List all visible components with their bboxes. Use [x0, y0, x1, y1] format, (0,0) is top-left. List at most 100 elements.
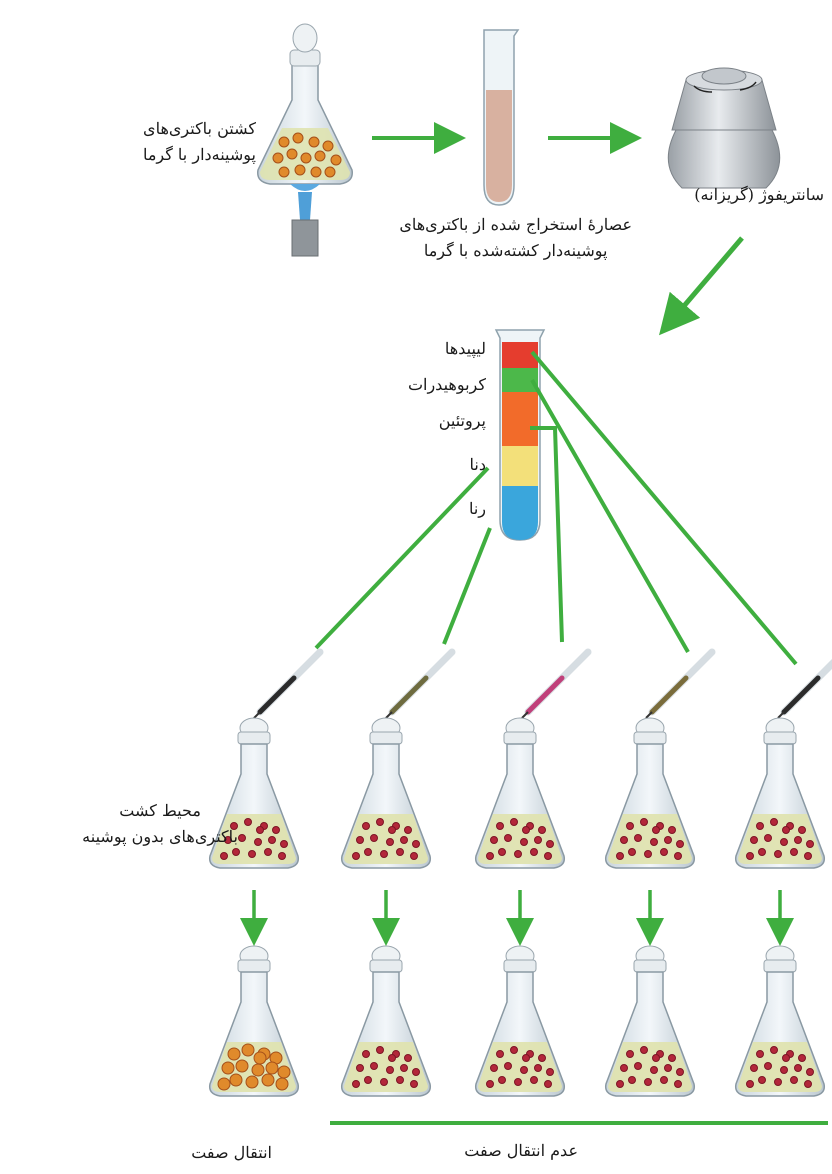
- bacterium: [795, 837, 802, 844]
- bacterium: [515, 851, 522, 858]
- label-medium-line1: محیط کشت: [82, 798, 238, 824]
- layer-label-dna: دنا: [470, 452, 486, 478]
- fraction-layer-2: [502, 392, 538, 446]
- bacterium: [389, 1055, 396, 1062]
- bacterium: [405, 827, 412, 834]
- bacterium: [629, 849, 636, 856]
- flask-row2-1: [342, 946, 431, 1096]
- capsulated-bacterium: [236, 1060, 248, 1072]
- bacterium: [269, 837, 276, 844]
- bacterium: [397, 1077, 404, 1084]
- capsulated-bacterium: [276, 1078, 288, 1090]
- bacterium: [371, 835, 378, 842]
- bacterium: [665, 837, 672, 844]
- bacterium: [791, 849, 798, 856]
- bacterium: [411, 853, 418, 860]
- bacterium: [245, 819, 252, 826]
- bacterium: [413, 841, 420, 848]
- bacterium: [747, 853, 754, 860]
- flask-row1-3: [606, 718, 695, 868]
- bacterium: [751, 837, 758, 844]
- bacterium: [365, 849, 372, 856]
- bacterium: [775, 1079, 782, 1086]
- flask-row2-4: [736, 946, 825, 1096]
- bacterium: [675, 1081, 682, 1088]
- bacterium: [281, 841, 288, 848]
- bacterium: [747, 1081, 754, 1088]
- bacterium: [377, 1047, 384, 1054]
- dropper-1: [386, 652, 452, 718]
- bacterium: [677, 1069, 684, 1076]
- connector-lines: [316, 352, 796, 664]
- bacterium: [521, 839, 528, 846]
- bacterium: [505, 835, 512, 842]
- bacterium: [661, 1077, 668, 1084]
- bacterium: [547, 841, 554, 848]
- capsulated-bacterium: [228, 1048, 240, 1060]
- bacterium: [397, 849, 404, 856]
- flask-row1-2: [476, 718, 565, 868]
- label-no-transfer: عدم انتقال صفت: [464, 1138, 578, 1164]
- bacterium: [765, 835, 772, 842]
- bacterium: [641, 819, 648, 826]
- bacterium: [757, 823, 764, 830]
- bacterium: [805, 853, 812, 860]
- bacterium: [221, 853, 228, 860]
- extract-tube: [484, 30, 518, 205]
- bacterium: [521, 1067, 528, 1074]
- capsulated-bacterium: [246, 1076, 258, 1088]
- capsulated-bacterium: [266, 1062, 278, 1074]
- bacterium: [523, 1055, 530, 1062]
- bacterium: [257, 827, 264, 834]
- bacterium: [805, 1081, 812, 1088]
- bacterium: [511, 819, 518, 826]
- bacterium: [759, 849, 766, 856]
- bacterium: [751, 1065, 758, 1072]
- droppers: [254, 652, 832, 718]
- bacterium: [279, 853, 286, 860]
- bacterium: [771, 819, 778, 826]
- bacterium: [641, 1047, 648, 1054]
- connector-carbohydrate: [532, 380, 688, 652]
- bacterium: [757, 1051, 764, 1058]
- fraction-layer-4: [502, 486, 538, 540]
- bacterium: [775, 851, 782, 858]
- bacterium: [627, 823, 634, 830]
- bacterium: [791, 1077, 798, 1084]
- bacterium: [629, 1077, 636, 1084]
- bacterium: [653, 827, 660, 834]
- bacterium: [799, 827, 806, 834]
- bacterium: [265, 849, 272, 856]
- bacterium: [645, 851, 652, 858]
- bacterium: [535, 837, 542, 844]
- bacterium: [389, 827, 396, 834]
- layer-label-carbohydrate: کربوهیدرات: [408, 372, 486, 398]
- capsulated-bacterium: [262, 1074, 274, 1086]
- connector-dna: [316, 468, 488, 648]
- bacterium: [491, 837, 498, 844]
- label-extract: عصارهٔ استخراج شده از باکتری‌های پوشینه‌…: [399, 212, 632, 264]
- capsulated-bacterium: [242, 1044, 254, 1056]
- bacterium: [255, 839, 262, 846]
- bacterium: [523, 827, 530, 834]
- bacterium: [357, 837, 364, 844]
- bacterium: [651, 839, 658, 846]
- label-transfer: انتقال صفت: [191, 1140, 272, 1166]
- bacterium: [381, 851, 388, 858]
- bacterium: [531, 849, 538, 856]
- flask-row2-0: [210, 946, 299, 1096]
- bacterium: [353, 853, 360, 860]
- flask-row1-4: [736, 718, 825, 868]
- bacterium: [669, 1055, 676, 1062]
- bacterium: [365, 1077, 372, 1084]
- bacterium: [807, 1069, 814, 1076]
- bacterium: [781, 839, 788, 846]
- arrow-to-fractions: [672, 238, 742, 320]
- bacterium: [363, 1051, 370, 1058]
- bacterium: [617, 1081, 624, 1088]
- label-centrifuge: سانتریفوژ (گریزانه): [694, 182, 824, 208]
- bacterium: [539, 827, 546, 834]
- bacterium: [771, 1047, 778, 1054]
- bacterium: [499, 849, 506, 856]
